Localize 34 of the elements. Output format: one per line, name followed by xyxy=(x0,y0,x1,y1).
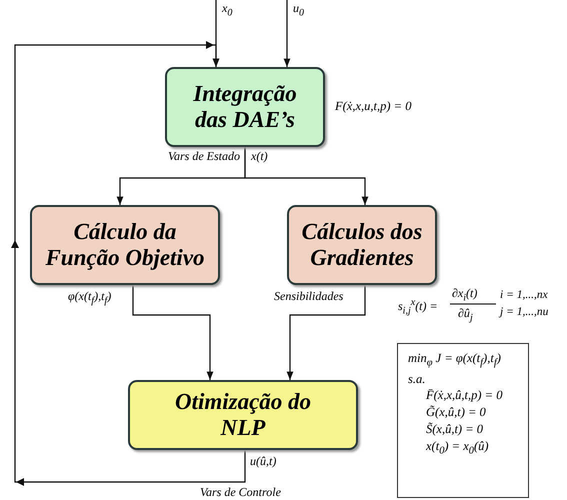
fraction-denominator: ∂û$_{j}$ xyxy=(458,307,473,324)
index-range: j = 1,...,nu xyxy=(500,306,548,319)
arrow xyxy=(132,285,214,380)
equation-label: F(ẋ,x,u,t,p) = 0 xyxy=(335,100,412,114)
equation-label: s$_{i,j}$$^{x}$(t) = xyxy=(398,297,438,316)
edge-label: Sensibilidades xyxy=(274,290,344,304)
box-title: Integração das DAE’s xyxy=(192,80,298,134)
formula-line: G̃(x,û,t) = 0 xyxy=(425,404,487,422)
process-box xyxy=(165,67,325,147)
edge-label: u$_{0}$ xyxy=(293,2,304,18)
formula-box xyxy=(397,343,529,498)
signal-label: u(û,t) xyxy=(250,455,276,468)
edge-label: x$_{0}$ xyxy=(222,2,232,18)
formula-line: s.a. xyxy=(408,370,426,388)
box-title: Cálculo da Função Objetivo xyxy=(44,218,206,272)
arrow xyxy=(244,147,368,205)
arrow xyxy=(14,44,246,483)
edge-label: Vars de Controle xyxy=(200,486,281,500)
arrow xyxy=(286,285,366,380)
edge-label: φ(x(t$_{f}$),t$_{f}$) xyxy=(68,290,112,306)
process-box xyxy=(30,205,220,285)
formula-line: F̄(ẋ,x,û,t,p) = 0 xyxy=(425,387,504,404)
formula-line: S̃(x,û,t) = 0 xyxy=(425,421,484,438)
process-box xyxy=(128,380,358,450)
edge-label: x(t) xyxy=(251,150,268,164)
arrow xyxy=(284,0,290,67)
process-box xyxy=(287,205,437,285)
formula-line: min$_{φ}$ J = φ(x(t$_{f}$),t$_{f}$) xyxy=(408,350,502,370)
edge-label: Vars de Estado xyxy=(168,150,240,164)
index-range: i = 1,...,nx xyxy=(500,289,548,302)
formula-line: x(t$_{0}$) = x$_{0}$(û) xyxy=(424,438,490,459)
fraction-numerator: ∂x$_{i}$(t) xyxy=(452,287,478,304)
box-title: Cálculos dos Gradientes xyxy=(300,218,424,272)
box-title: Otimização do NLP xyxy=(174,388,312,442)
